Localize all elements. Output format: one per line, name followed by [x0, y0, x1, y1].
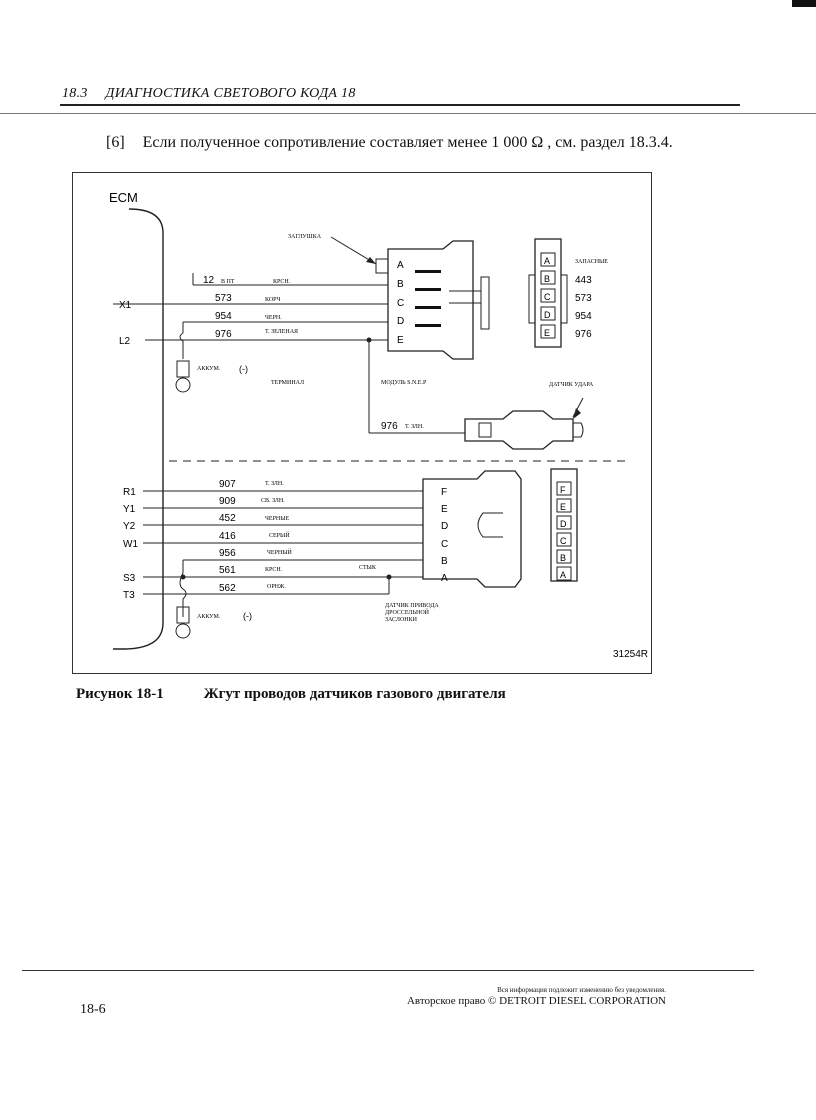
side-pin-d: D [560, 519, 567, 529]
lower-pin-a: A [441, 573, 448, 584]
figure-id: 31254R [613, 649, 648, 660]
step-text: Если полученное сопротивление составляет… [142, 134, 673, 151]
page-number: 18-6 [80, 1002, 106, 1017]
lower-pin-c: C [441, 539, 448, 550]
wire-num-12: 12 [203, 275, 215, 286]
spare-value-573: 573 [575, 293, 592, 304]
upper-pin-a: A [397, 260, 404, 271]
figure-label: Рисунок 18-1 [76, 686, 164, 702]
knock-sensor-label: ДАТЧИК УДАРА [549, 382, 594, 388]
header-rule-thin [0, 113, 816, 114]
wire-color-954: ЧЕРН. [265, 315, 282, 321]
footer-copyright: Авторское право © DETROIT DIESEL CORPORA… [406, 995, 666, 1007]
wire-color-909: СВ. ЗЛН. [261, 498, 285, 504]
wire-num-954: 954 [215, 311, 232, 322]
side-pin-f: F [560, 485, 566, 495]
upper-pin-d: D [397, 316, 404, 327]
wire-num-907: 907 [219, 479, 236, 490]
side-pin-c: C [560, 536, 567, 546]
scan-corner-mark [792, 0, 816, 7]
wire-color-956: ЧЕРНЫЙ [267, 548, 292, 556]
figure-caption: Рисунок 18-1 Жгут проводов датчиков газо… [76, 686, 506, 703]
throttle-label-line3: ЗАСЛОНКИ [385, 617, 418, 623]
ecm-pin-r1: R1 [123, 487, 136, 498]
footer-rule [22, 970, 754, 971]
wire-color-12: КРСН. [273, 279, 291, 285]
wire-color-452: ЧЕРНЫЕ [265, 516, 289, 522]
ecm-label: ECM [109, 190, 138, 205]
lower-pin-f: F [441, 487, 447, 498]
step-paragraph: [6] Если полученное сопротивление состав… [106, 134, 673, 152]
header-rule [60, 104, 740, 106]
wire-num-573: 573 [215, 293, 232, 304]
wire-num-956: 956 [219, 548, 236, 559]
ecm-pin-w1: W1 [123, 539, 138, 550]
ecm-pin-s3: S3 [123, 573, 136, 584]
spare-value-954: 954 [575, 311, 592, 322]
ecm-pin-t3: T3 [123, 590, 135, 601]
figure-title: Жгут проводов датчиков газового двигател… [203, 686, 506, 702]
section-title: ДИАГНОСТИКА СВЕТОВОГО КОДА 18 [105, 86, 356, 101]
wire-color-573: КОРЧ [265, 297, 281, 303]
knock-wire-num: 976 [381, 421, 398, 432]
terminal-label: ТЕРМИНАЛ [271, 380, 304, 386]
wire-num-562: 562 [219, 583, 236, 594]
wire-color-561: КРСН. [265, 567, 283, 573]
ecm-pin-y2: Y2 [123, 521, 136, 532]
minus-label-lower: (-) [243, 611, 252, 621]
upper-pin-b: B [397, 279, 404, 290]
throttle-label-line1: ДАТЧИК ПРИВОДА [385, 603, 439, 609]
lower-pin-d: D [441, 521, 448, 532]
wiring-diagram-svg: ECM ЗАГЛУШКА ЗАПАСНЫЕ ТЕРМИНАЛ МОДУЛЬ S.… [109, 190, 648, 660]
footer-notice: Вся информация подлежит изменению без ув… [497, 986, 666, 994]
ecm-pin-y1: Y1 [123, 504, 136, 515]
section-header: 18.3 ДИАГНОСТИКА СВЕТОВОГО КОДА 18 [62, 86, 356, 102]
splice-label: СТЫК [359, 565, 377, 571]
spare-label: ЗАПАСНЫЕ [575, 259, 608, 265]
wire-extra-12: В ПТ [221, 279, 235, 285]
upper-pin-e: E [397, 335, 404, 346]
spare-pin-d: D [544, 310, 551, 320]
spare-value-976: 976 [575, 329, 592, 340]
side-pin-b: B [560, 553, 566, 563]
wire-color-907: Т. ЗЛН. [265, 481, 284, 487]
side-pin-a: A [560, 570, 566, 580]
spare-value-443: 443 [575, 275, 592, 286]
wire-num-976: 976 [215, 329, 232, 340]
wire-color-562: ОРНЖ. [267, 584, 286, 590]
spare-pin-b: B [544, 274, 550, 284]
spare-pin-a: A [544, 256, 550, 266]
ecm-pin-x1: X1 [119, 300, 132, 311]
throttle-label-line2: ДРОССЕЛЬНОЙ [385, 608, 430, 616]
wire-num-452: 452 [219, 513, 236, 524]
side-pin-e: E [560, 502, 566, 512]
wiring-diagram: ECM ЗАГЛУШКА ЗАПАСНЫЕ ТЕРМИНАЛ МОДУЛЬ S.… [72, 172, 652, 674]
lower-pin-e: E [441, 504, 448, 515]
battery-label-upper: АККУМ. [197, 366, 221, 372]
wire-color-416: СЕРЫЙ [269, 531, 290, 539]
module-label: МОДУЛЬ S.N.E.P [381, 380, 427, 386]
upper-pin-c: C [397, 298, 404, 309]
step-index: [6] [106, 134, 125, 151]
spare-pin-e: E [544, 328, 550, 338]
spare-pin-c: C [544, 292, 551, 302]
wire-num-561: 561 [219, 565, 236, 576]
wire-num-909: 909 [219, 496, 236, 507]
battery-label-lower: АККУМ. [197, 614, 221, 620]
wire-color-976: Т. ЗЕЛЕНАЯ [265, 329, 298, 335]
minus-label-upper: (-) [239, 364, 248, 374]
wire-num-416: 416 [219, 531, 236, 542]
plug-label: ЗАГЛУШКА [288, 234, 322, 240]
knock-wire-color: Т. ЗЛН. [405, 424, 424, 430]
ecm-pin-l2: L2 [119, 336, 131, 347]
section-number: 18.3 [62, 86, 88, 101]
lower-pin-b: B [441, 556, 448, 567]
